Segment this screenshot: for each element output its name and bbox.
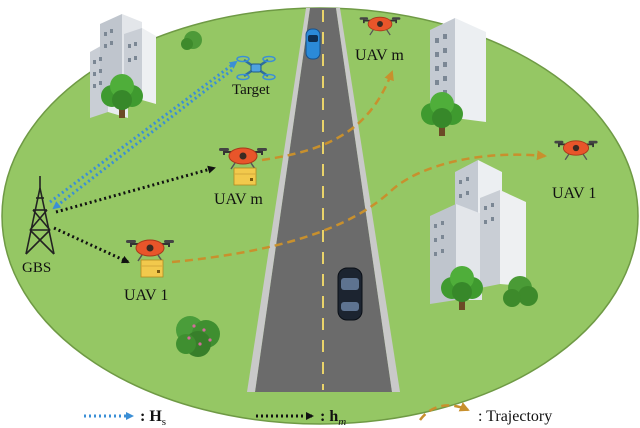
sensing-link — [49, 60, 238, 210]
uav-1-right-label: UAV 1 — [552, 185, 596, 202]
tree-icon — [176, 316, 220, 357]
legend-hs-label: : H — [140, 408, 162, 425]
package-icon — [233, 167, 257, 186]
tower-icon — [25, 176, 55, 255]
legend-trajectory-label: : Trajectory — [478, 408, 552, 425]
car-icon — [305, 28, 321, 60]
tree-icon — [181, 31, 202, 50]
target-label: Target — [232, 82, 271, 98]
package-icon — [140, 259, 164, 278]
comm-link — [53, 165, 216, 264]
uav-m-top-label: UAV m — [355, 47, 404, 64]
trajectory-path — [171, 70, 547, 264]
svg-text:: hm: : hm — [320, 408, 346, 428]
building-icon — [90, 14, 156, 118]
gbs-label: GBS — [22, 260, 51, 276]
car-icon — [337, 267, 363, 321]
svg-text:: Hs: : Hs — [140, 408, 166, 428]
tree-icon — [503, 276, 538, 307]
building-icon — [430, 160, 526, 304]
legend-hm-label: : h — [320, 408, 338, 425]
uav-1-left-label: UAV 1 — [124, 287, 168, 304]
legend-trajectory-swatch — [419, 402, 470, 421]
legend: : Hs : hm : Trajectory — [84, 402, 552, 428]
target-drone-icon — [236, 55, 276, 81]
legend-hm-subscript: m — [338, 416, 346, 428]
uav-m-left-label: UAV m — [214, 191, 263, 208]
legend-hs-subscript: s — [162, 416, 166, 428]
